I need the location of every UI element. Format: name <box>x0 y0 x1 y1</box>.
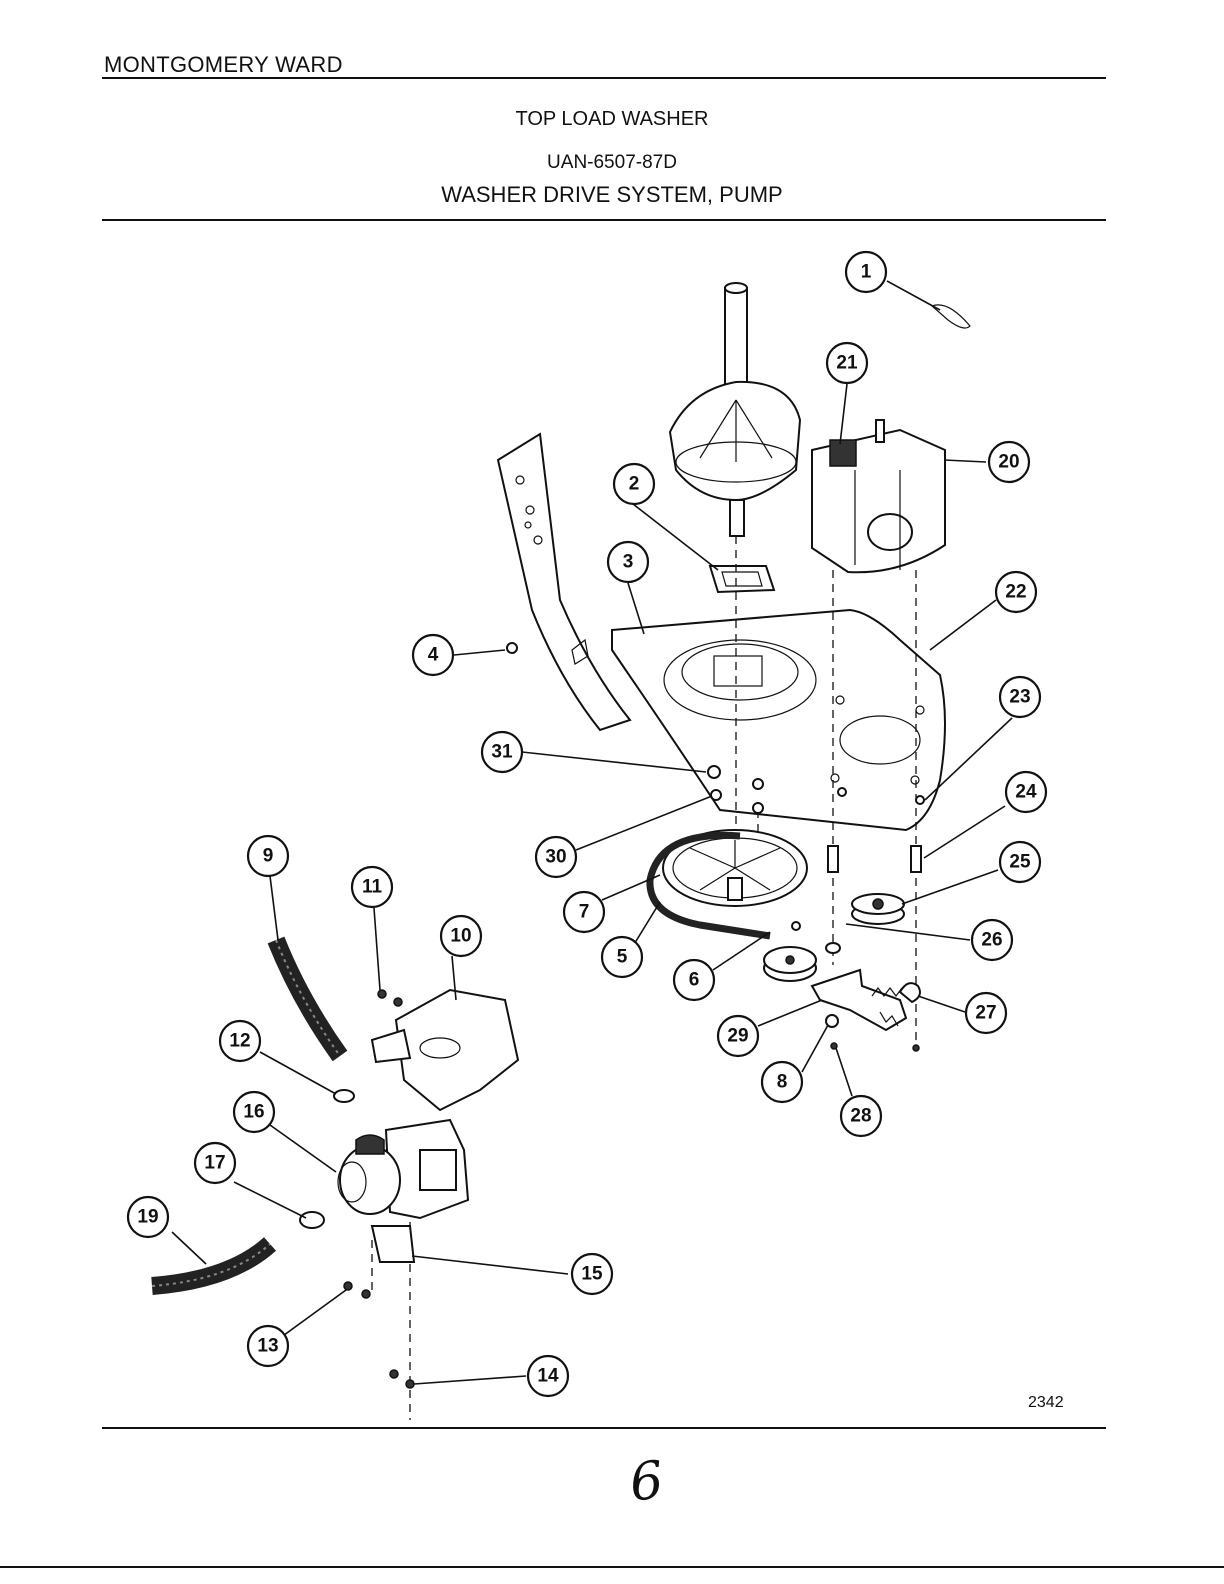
callout-1: 1 <box>844 250 888 294</box>
drive-motor <box>811 419 946 574</box>
title-rule <box>102 219 1106 221</box>
callout-label: 20 <box>998 452 1019 473</box>
callout-label: 8 <box>777 1072 788 1093</box>
callout-label: 26 <box>981 930 1002 951</box>
callout-label: 21 <box>836 353 858 374</box>
figure-number: 2342 <box>1028 1394 1064 1411</box>
callout-label: 11 <box>362 877 383 898</box>
mounting-plate <box>611 608 946 832</box>
page-mark: 6 <box>626 1450 667 1514</box>
callout-label: 2 <box>629 474 640 495</box>
callout-11: 11 <box>350 865 394 909</box>
hose-upper <box>267 936 348 1062</box>
brand-name: MONTGOMERY WARD <box>104 52 343 77</box>
callout-label: 13 <box>257 1336 278 1357</box>
pump-bracket <box>343 1225 416 1389</box>
callout-29: 29 <box>716 1014 760 1058</box>
callout-30: 30 <box>534 835 578 879</box>
callout-label: 12 <box>229 1031 250 1052</box>
callout-label: 19 <box>137 1207 158 1228</box>
idler-pulley <box>763 942 841 982</box>
pump-shield <box>370 988 520 1112</box>
callout-label: 5 <box>617 947 628 968</box>
callout-label: 27 <box>975 1003 996 1024</box>
transmission <box>668 282 802 537</box>
pump <box>337 1118 470 1220</box>
callout-label: 31 <box>491 742 513 763</box>
callout-label: 17 <box>204 1153 225 1174</box>
callout-27: 27 <box>964 991 1008 1035</box>
callout-label: 7 <box>579 902 590 923</box>
callout-5: 5 <box>600 935 644 979</box>
callout-2: 2 <box>612 462 656 506</box>
bottom-rule <box>0 1566 1224 1568</box>
callout-12: 12 <box>218 1019 262 1063</box>
callout-16: 16 <box>232 1090 276 1134</box>
callout-4: 4 <box>411 633 455 677</box>
callout-label: 4 <box>428 645 439 666</box>
frame-rail <box>496 432 632 732</box>
callout-15: 15 <box>570 1252 614 1296</box>
callout-25: 25 <box>998 840 1042 884</box>
header-rule <box>102 77 1106 79</box>
callout-14: 14 <box>526 1354 570 1398</box>
callout-label: 24 <box>1015 782 1037 803</box>
callout-label: 23 <box>1009 687 1030 708</box>
callout-22: 22 <box>994 570 1038 614</box>
spacers <box>827 845 922 873</box>
product-title: TOP LOAD WASHER <box>515 108 709 130</box>
callout-label: 28 <box>850 1106 871 1127</box>
callout-23: 23 <box>998 675 1042 719</box>
callout-19: 19 <box>126 1195 170 1239</box>
callout-label: 10 <box>450 926 471 947</box>
callout-label: 9 <box>263 846 274 867</box>
callout-label: 29 <box>727 1026 748 1047</box>
callout-label: 1 <box>861 262 872 283</box>
callout-8: 8 <box>760 1060 804 1104</box>
callout-31: 31 <box>480 730 524 774</box>
callout-17: 17 <box>193 1141 237 1185</box>
callout-24: 24 <box>1004 770 1048 814</box>
footer-rule <box>102 1427 1106 1429</box>
callout-label: 22 <box>1005 582 1026 603</box>
callout-20: 20 <box>987 440 1031 484</box>
model-number: UAN-6507-87D <box>547 152 677 173</box>
coupling-block <box>708 565 776 594</box>
callout-3: 3 <box>606 540 650 584</box>
callout-21: 21 <box>825 341 869 385</box>
fasteners <box>506 642 925 931</box>
nut-and-bolt <box>825 1014 920 1052</box>
callout-7: 7 <box>562 890 606 934</box>
tensioner-bracket <box>810 968 921 1032</box>
motor-pulley <box>851 893 905 925</box>
callout-label: 15 <box>581 1264 603 1285</box>
callout-6: 6 <box>672 958 716 1002</box>
callout-10: 10 <box>439 914 483 958</box>
section-title: WASHER DRIVE SYSTEM, PUMP <box>441 182 783 207</box>
callout-label: 6 <box>689 970 700 991</box>
leader-lines <box>171 280 1013 1385</box>
callout-13: 13 <box>246 1324 290 1368</box>
callout-28: 28 <box>839 1094 883 1138</box>
callout-label: 25 <box>1009 852 1031 873</box>
clip <box>930 304 971 329</box>
hose-clamps <box>299 1089 355 1229</box>
callout-9: 9 <box>246 834 290 878</box>
callout-26: 26 <box>970 918 1014 962</box>
callout-label: 14 <box>537 1366 559 1387</box>
callout-label: 30 <box>545 847 566 868</box>
callout-label: 3 <box>623 552 634 573</box>
hose-lower <box>151 1237 277 1295</box>
callout-label: 16 <box>243 1102 264 1123</box>
drive-pulley <box>662 829 808 907</box>
